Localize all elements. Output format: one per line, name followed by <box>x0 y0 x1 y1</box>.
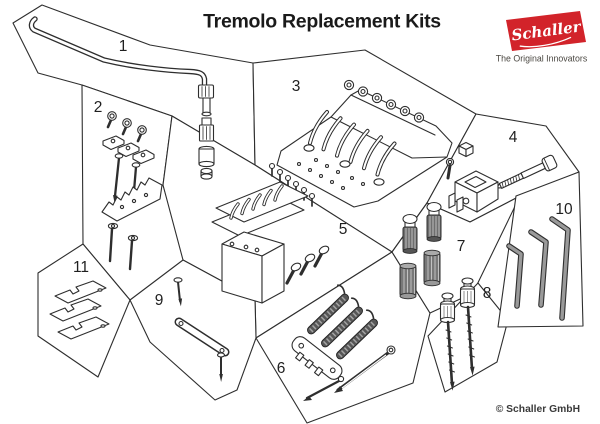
retainer-bar-drawing <box>173 277 230 382</box>
stud-insert <box>426 201 442 242</box>
stud-insert <box>402 213 418 254</box>
block-screws <box>285 245 330 285</box>
stud-screw <box>439 292 456 391</box>
spring <box>336 309 378 360</box>
string-slots <box>308 110 397 177</box>
copyright: © Schaller GmbH <box>496 404 580 415</box>
logo-background <box>506 11 586 51</box>
shim-slots <box>229 184 284 220</box>
part-number-11: 11 <box>73 259 89 276</box>
tremolo-arm-drawing <box>28 16 215 180</box>
part-number-3: 3 <box>292 78 301 95</box>
lock-block-kit-drawing <box>445 141 558 213</box>
spring <box>321 297 363 348</box>
fine-tuner-screws <box>343 79 425 123</box>
part-number-2: 2 <box>94 99 103 116</box>
spring-claw <box>291 336 343 380</box>
cell-6-outline <box>255 251 431 424</box>
knurled-bushing <box>423 249 441 287</box>
string-clamps <box>102 135 155 165</box>
plate-holes <box>296 144 385 191</box>
spring <box>307 284 349 335</box>
part-number-1: 1 <box>119 38 128 55</box>
part-number-10: 10 <box>555 201 573 218</box>
schaller-logo: Schaller The Original Innovators <box>496 11 588 64</box>
part-number-9: 9 <box>155 292 164 309</box>
part-numbers: 1 2 3 4 5 6 7 8 9 10 11 <box>73 38 573 377</box>
stud-screws-drawing <box>439 277 476 391</box>
stud-screw <box>459 277 476 376</box>
hex-keys-drawing <box>506 216 571 321</box>
logo-underline-swash <box>519 36 572 48</box>
logo-tagline: The Original Innovators <box>496 54 588 64</box>
sustain-block-kit-drawing <box>211 181 330 304</box>
part-number-8: 8 <box>483 285 492 302</box>
claw-screws <box>303 345 396 401</box>
part-number-7: 7 <box>457 238 466 255</box>
insert-bushings-drawing <box>399 201 442 300</box>
spring-kit-drawing <box>291 284 396 401</box>
lock-housing <box>448 170 499 213</box>
knurled-bushing <box>399 262 417 300</box>
hex-screws <box>106 111 147 143</box>
bridge-assembly-drawing <box>268 79 453 208</box>
wood-screws <box>107 222 139 271</box>
locking-nut-block <box>101 177 163 222</box>
part-number-6: 6 <box>277 360 286 377</box>
sustain-block <box>221 231 285 304</box>
page-title: Tremolo Replacement Kits <box>203 11 441 33</box>
part-number-4: 4 <box>509 129 518 146</box>
string-shims-drawing <box>49 280 110 340</box>
locking-nut-kit-drawing <box>101 111 163 271</box>
part-number-5: 5 <box>339 221 348 238</box>
